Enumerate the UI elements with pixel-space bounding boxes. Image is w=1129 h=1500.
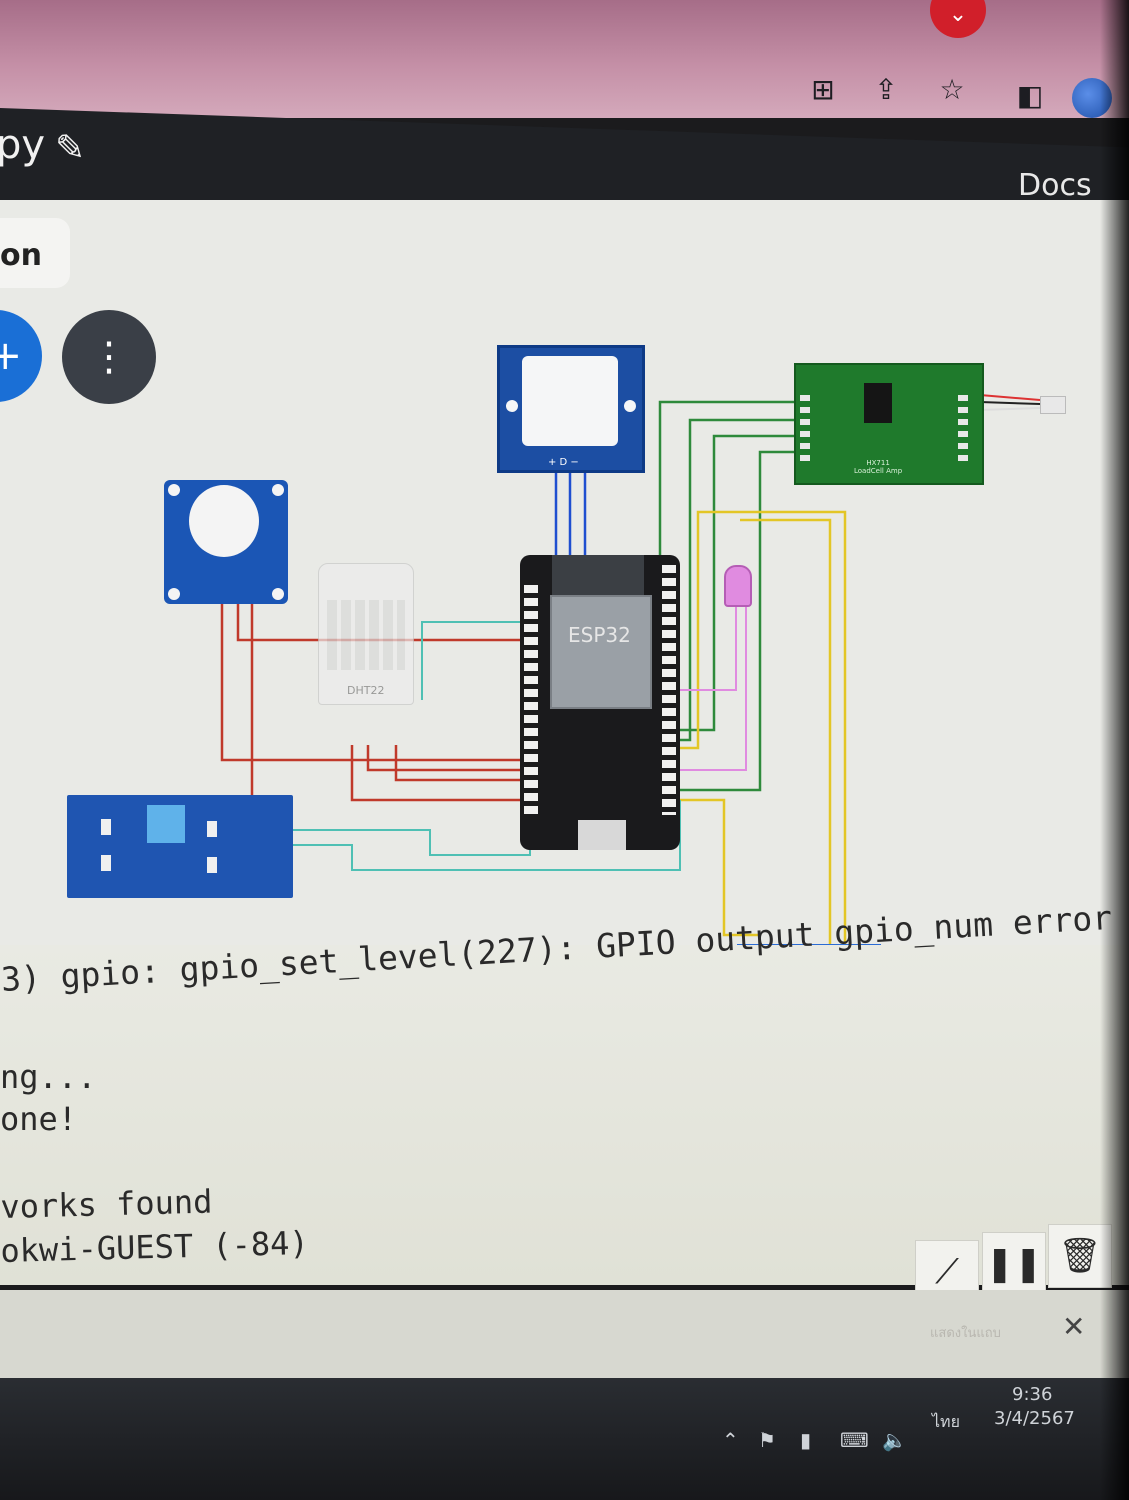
- right-pin-header[interactable]: [958, 395, 968, 465]
- antenna: [552, 555, 644, 595]
- taskbar: [0, 1378, 1129, 1500]
- mount-hole: [168, 484, 180, 496]
- esp32-label: ESP32: [568, 623, 631, 647]
- battery-icon[interactable]: ▮: [800, 1428, 812, 1452]
- dht22-sensor[interactable]: DHT22: [318, 563, 414, 705]
- load-cell-leads: [979, 394, 1041, 411]
- plus-icon: +: [0, 333, 22, 379]
- serial-line: okwi-GUEST (-84): [0, 1223, 310, 1270]
- more-vertical-icon[interactable]: ⋮: [62, 310, 156, 404]
- resistor: [207, 857, 217, 873]
- volume-icon[interactable]: 🔈: [882, 1428, 907, 1452]
- network-icon[interactable]: ⌨: [840, 1428, 869, 1452]
- language-indicator[interactable]: ไทย: [932, 1412, 960, 1431]
- translate-icon[interactable]: ⊞: [811, 73, 835, 106]
- clock-time[interactable]: 9:36: [1012, 1384, 1053, 1405]
- docs-link[interactable]: Docs: [1018, 168, 1092, 203]
- browser-toolbar: ⌄ ⊞ ⇪ ☆ ◧: [0, 0, 1129, 118]
- mount-hole: [272, 484, 284, 496]
- flag-icon[interactable]: ⚑: [758, 1428, 776, 1452]
- knob[interactable]: [189, 485, 259, 557]
- share-icon[interactable]: ⇪: [874, 73, 898, 106]
- pir-pin-labels: + D −: [548, 457, 579, 468]
- dht22-label: DHT22: [347, 684, 385, 697]
- project-title[interactable]: py: [0, 122, 46, 168]
- side-panel-icon[interactable]: ◧: [1016, 79, 1044, 112]
- trim-potentiometer: [147, 805, 185, 843]
- left-pin-header[interactable]: [524, 585, 538, 815]
- mount-hole: [506, 400, 518, 412]
- hx711-chip: [864, 383, 892, 423]
- pink-led[interactable]: [724, 565, 752, 607]
- bookmark-star-icon[interactable]: ☆: [939, 73, 965, 106]
- sensor-grille: [327, 600, 405, 670]
- right-pin-header[interactable]: [662, 565, 676, 815]
- monitor-bezel: [1100, 0, 1129, 1500]
- left-pin-header[interactable]: [800, 395, 810, 465]
- serial-line: vorks found: [0, 1182, 213, 1226]
- usb-port: [578, 820, 626, 850]
- photoresistor-sensor-module[interactable]: [67, 795, 293, 898]
- close-icon[interactable]: ✕: [1062, 1310, 1086, 1343]
- simulation-tab[interactable]: on: [0, 218, 70, 288]
- pir-dome: [522, 356, 618, 446]
- rotary-potentiometer[interactable]: [164, 480, 288, 604]
- serial-monitor: [0, 945, 1129, 1285]
- yellow-wires: [676, 510, 847, 944]
- pencil-icon[interactable]: ✎: [55, 128, 86, 169]
- serial-line: ng...: [0, 1058, 97, 1096]
- wifi-module: [550, 595, 652, 709]
- led-wires: [676, 605, 747, 771]
- load-cell-connector[interactable]: [1040, 396, 1066, 414]
- indicator-led: [101, 855, 111, 871]
- notification-text: แสดงในแถบ: [930, 1326, 1001, 1341]
- pir-motion-sensor[interactable]: + D −: [497, 345, 645, 473]
- serial-line: one!: [0, 1100, 78, 1138]
- mount-hole: [272, 588, 284, 600]
- start-simulation-button[interactable]: +: [0, 310, 42, 402]
- pause-icon[interactable]: ❚❚: [982, 1232, 1046, 1296]
- mount-hole: [168, 588, 180, 600]
- esp32-board[interactable]: ESP32: [520, 555, 680, 850]
- chevron-up-icon[interactable]: ⌃: [722, 1428, 739, 1452]
- mount-hole: [624, 400, 636, 412]
- clock-date[interactable]: 3/4/2567: [994, 1408, 1075, 1429]
- resistor: [207, 821, 217, 837]
- tab-label: on: [0, 238, 42, 273]
- indicator-led: [101, 819, 111, 835]
